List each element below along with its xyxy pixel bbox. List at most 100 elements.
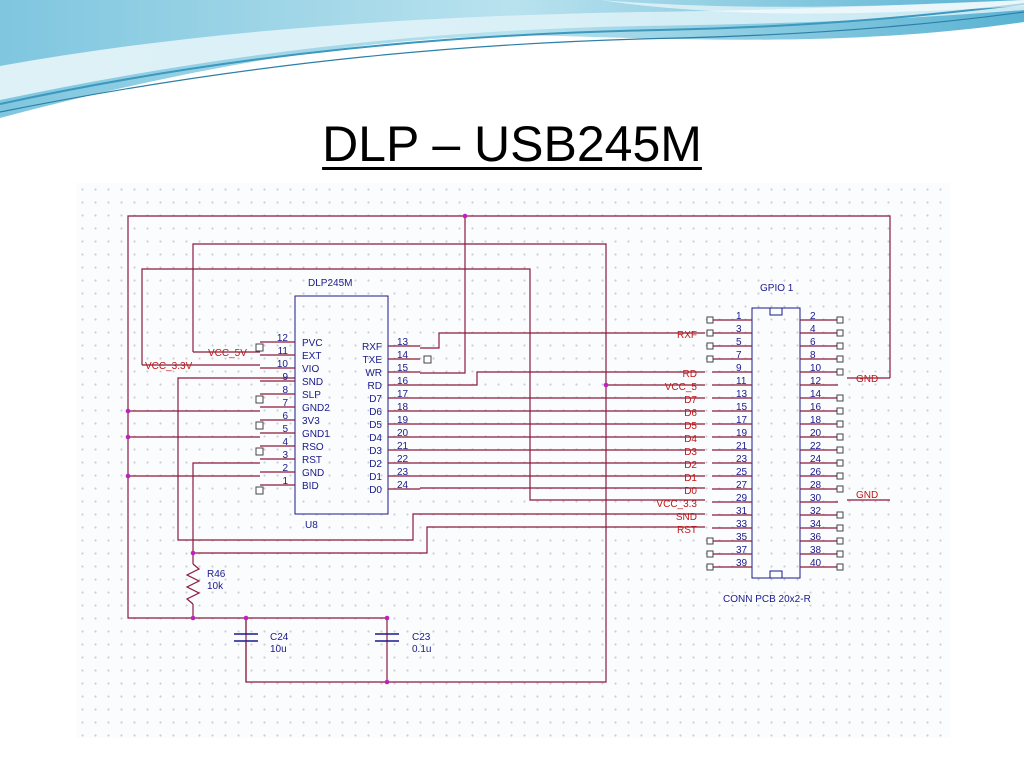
pin-name: VIO — [302, 364, 319, 375]
unconnected-pin-marker — [706, 355, 714, 363]
dlp245m-ref: U8 — [305, 520, 318, 531]
unconnected-pin-marker — [836, 342, 844, 350]
pin-number: 24 — [397, 480, 409, 491]
unconnected-pin-marker — [706, 329, 714, 337]
pin-name: D7 — [369, 394, 382, 405]
pin-name: RD — [368, 381, 382, 392]
gpio-net-label: D2 — [684, 460, 697, 471]
capacitor-c23-value: 0.1u — [412, 644, 431, 655]
pin-name: SLP — [302, 390, 321, 401]
wire — [141, 268, 705, 501]
net-label-vcc-3-3v: VCC_3.3V — [145, 361, 193, 372]
pin-number: 17 — [397, 389, 409, 400]
pin-name: GND1 — [302, 429, 330, 440]
unconnected-pin-marker — [836, 563, 844, 571]
unconnected-pin-marker — [836, 537, 844, 545]
pin-number: 1 — [282, 476, 288, 487]
pin-number-even: 18 — [810, 415, 822, 426]
resistor-r46-value: 10k — [207, 581, 224, 592]
pin-number-even: 2 — [810, 311, 816, 322]
pin-number-even: 6 — [810, 337, 816, 348]
unconnected-pin-marker — [836, 433, 844, 441]
unconnected-pin-marker — [706, 550, 714, 558]
gpio-net-label: D7 — [684, 395, 697, 406]
unconnected-pin-marker — [255, 421, 264, 430]
junction-dot — [125, 473, 131, 479]
pin-number-even: 40 — [810, 558, 822, 569]
resistor-r46: R46 10k — [185, 563, 226, 605]
pin-number-even: 30 — [810, 493, 822, 504]
unconnected-pin-marker — [255, 486, 264, 495]
wire — [192, 462, 260, 553]
pin-number-even: 8 — [810, 350, 816, 361]
junction-dot — [384, 615, 390, 621]
pin-number-even: 38 — [810, 545, 822, 556]
resistor-r46-zigzag — [185, 563, 201, 605]
pin-number: 10 — [277, 359, 289, 370]
pin-number: 4 — [282, 437, 288, 448]
pin-number-odd: 19 — [736, 428, 748, 439]
pin-name: WR — [365, 368, 382, 379]
unconnected-pin-marker — [836, 472, 844, 480]
junction-dot — [125, 434, 131, 440]
capacitor-c23: C23 0.1u — [375, 632, 431, 655]
gpio-net-label: VCC_5 — [665, 382, 698, 393]
pin-number: 18 — [397, 402, 409, 413]
junction-dot — [243, 615, 249, 621]
pin-number-odd: 29 — [736, 493, 748, 504]
gpio-net-label: D4 — [684, 434, 697, 445]
gpio-key-top — [769, 307, 783, 316]
wire — [193, 526, 705, 554]
unconnected-pin-marker — [836, 459, 844, 467]
pin-number-even: 12 — [810, 376, 822, 387]
pin-name: D3 — [369, 446, 382, 457]
wire — [420, 216, 466, 374]
junction-dot — [603, 382, 609, 388]
pin-number: 6 — [282, 411, 288, 422]
junction-dot — [384, 679, 390, 685]
unconnected-pin-marker — [836, 394, 844, 402]
pin-number-odd: 1 — [736, 311, 742, 322]
unconnected-pin-marker — [836, 355, 844, 363]
pin-number: 11 — [278, 346, 289, 357]
pin-number-even: 22 — [810, 441, 822, 452]
gpio-net-label: SND — [676, 512, 697, 523]
unconnected-pin-marker — [836, 524, 844, 532]
gpio-net-label: D5 — [684, 421, 697, 432]
pin-number-odd: 23 — [736, 454, 748, 465]
pin-number-even: 24 — [810, 454, 822, 465]
unconnected-pin-marker — [836, 420, 844, 428]
pin-name: D2 — [369, 459, 382, 470]
junction-dot — [125, 408, 131, 414]
pin-number-odd: 31 — [736, 506, 748, 517]
pin-number-odd: 13 — [736, 389, 748, 400]
pin-number-odd: 21 — [736, 441, 748, 452]
pin-number-odd: 9 — [736, 363, 742, 374]
gpio-net-label: D0 — [684, 486, 697, 497]
